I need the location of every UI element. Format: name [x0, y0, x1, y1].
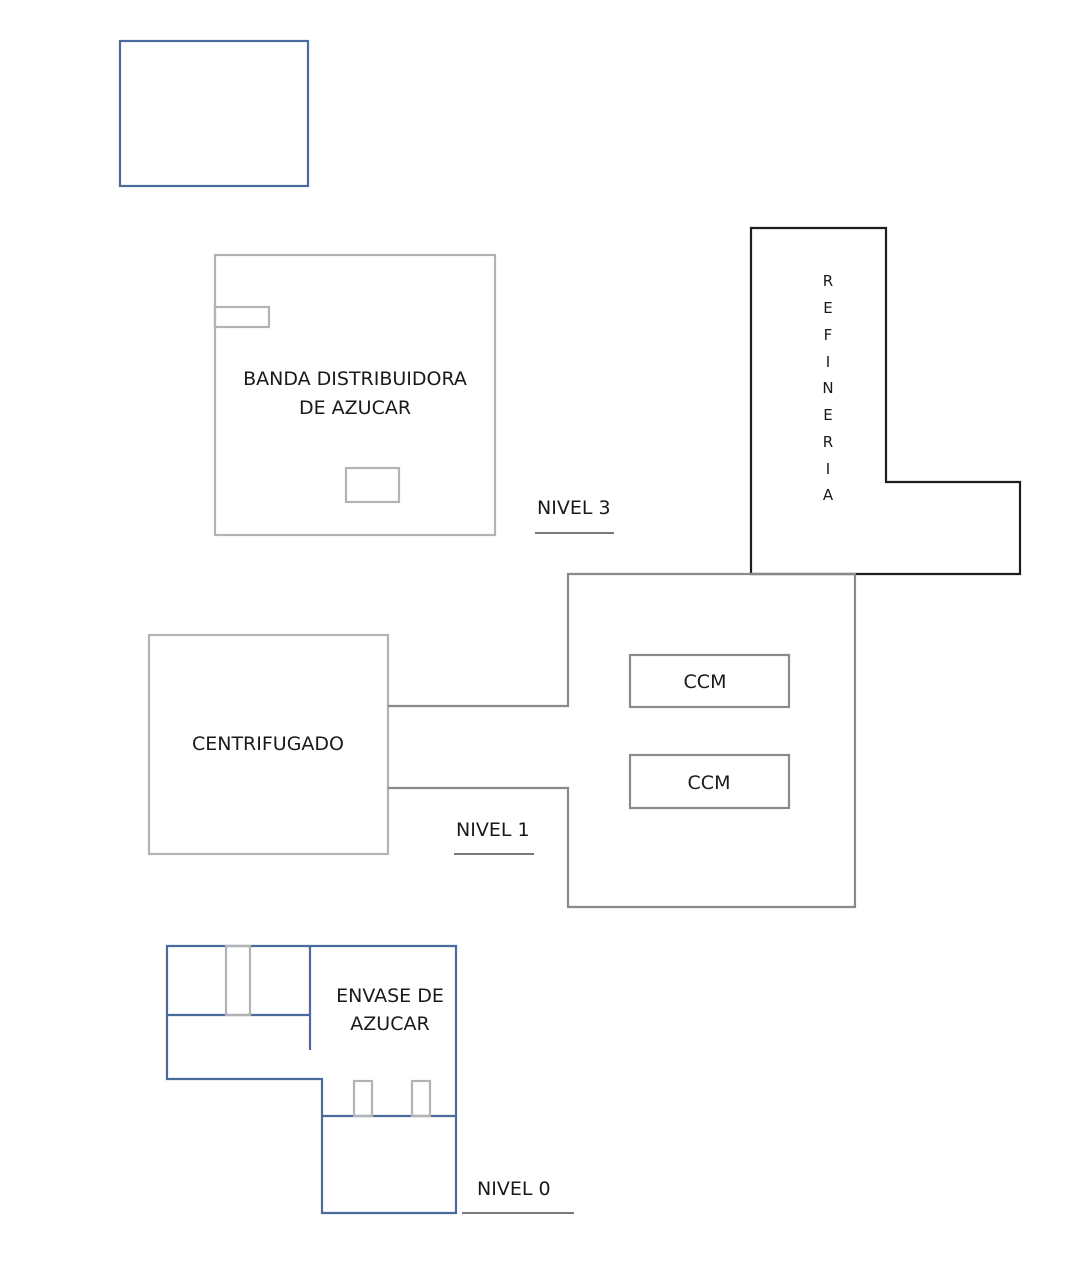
refineria-letter: F: [824, 326, 833, 344]
banda-distribuidora-area: BANDA DISTRIBUIDORA DE AZUCAR: [213, 253, 497, 537]
refineria-letter: I: [826, 353, 830, 371]
ccm-top: CCM: [628, 653, 791, 709]
ccm-top-box: [628, 653, 791, 709]
ccm-bottom-label: CCM: [688, 772, 731, 794]
envase-chute-top: [224, 944, 252, 1017]
banda-chute-left: [213, 305, 271, 329]
envase-label-line2: AZUCAR: [350, 1013, 429, 1035]
ccm-top-label: CCM: [684, 671, 727, 693]
banda-outline: [213, 253, 497, 537]
banda-label-line2: DE AZUCAR: [299, 397, 411, 419]
refineria-letter: A: [823, 486, 834, 504]
envase-chute-small-right: [410, 1079, 432, 1118]
blank-box: [118, 39, 310, 188]
nivel-1-label: NIVEL 1: [456, 819, 530, 841]
nivel-1-room-outline: [388, 572, 857, 909]
refineria-letter: E: [823, 299, 832, 317]
refineria-letter: R: [823, 433, 833, 451]
refineria-letter: I: [826, 460, 830, 478]
ccm-bottom: CCM: [628, 753, 791, 810]
centrifugado-outline: [147, 633, 390, 856]
banda-label-line1: BANDA DISTRIBUIDORA: [243, 368, 467, 390]
centrifugado-label: CENTRIFUGADO: [192, 733, 344, 755]
nivel-0-label: NIVEL 0: [477, 1178, 551, 1200]
envase-label-line1: ENVASE DE: [336, 985, 444, 1007]
refineria-area: R E F I N E R I A: [749, 226, 1022, 576]
envase-outline: [165, 944, 458, 1215]
envase-chute-small-left: [352, 1079, 374, 1118]
centrifugado-area: CENTRIFUGADO: [147, 633, 390, 856]
envase-area: ENVASE DE AZUCAR: [165, 944, 458, 1215]
refineria-letter: R: [823, 272, 833, 290]
refineria-outline: [749, 226, 1022, 576]
refineria-letter: N: [822, 379, 833, 397]
refineria-letter: E: [823, 406, 832, 424]
banda-chute-bottom: [344, 466, 401, 504]
nivel-3-label: NIVEL 3: [537, 497, 611, 519]
ccm-bottom-box: [628, 753, 791, 810]
